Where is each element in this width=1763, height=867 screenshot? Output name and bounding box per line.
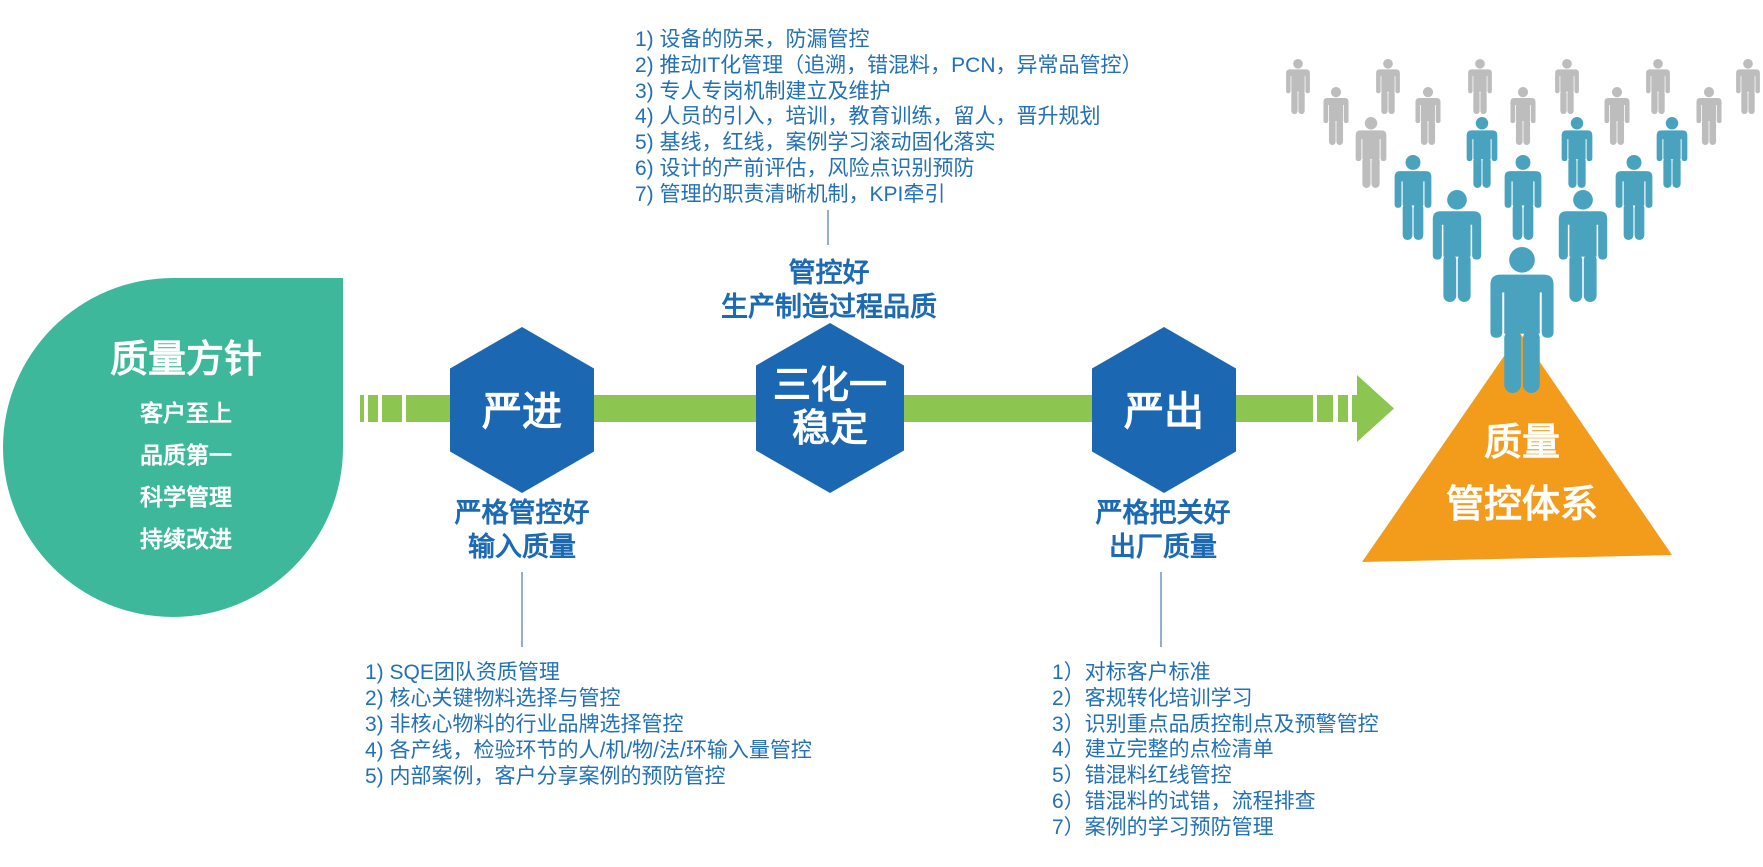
person-icon <box>1561 117 1593 188</box>
quality-policy-leaf <box>3 278 343 617</box>
quality-system-line: 管控体系 <box>1445 484 1598 526</box>
caption-line: 出厂质量 <box>1109 532 1217 562</box>
caption-line: 严格管控好 <box>454 498 590 528</box>
list-item: 2）客规转化培训学习 <box>1052 686 1253 710</box>
list-item: 5) 内部案例，客户分享案例的预防管控 <box>365 765 726 788</box>
list-item: 3) 专人专岗机制建立及维护 <box>635 79 891 103</box>
list-item: 1）对标客户标准 <box>1052 661 1211 684</box>
list-item: 7）案例的学习预防管理 <box>1052 815 1274 839</box>
list-item: 5) 基线，红线，案例学习滚动固化落实 <box>635 131 996 155</box>
hexagon-label-strict-input: 严进 <box>482 390 562 434</box>
person-icon <box>1615 155 1653 240</box>
person-icon <box>1432 190 1482 302</box>
input-quality-list: 1) SQE团队资质管理 2) 核心关键物料选择与管控 3) 非核心物料的行业品… <box>365 660 812 790</box>
hexagon-strict-output <box>1092 327 1236 493</box>
person-icon <box>1468 59 1492 114</box>
caption-line: 输入质量 <box>468 532 576 562</box>
person-icon <box>1656 117 1688 188</box>
person-icon <box>1558 190 1608 302</box>
person-icon <box>1604 87 1630 145</box>
list-item: 1) SQE团队资质管理 <box>365 661 560 684</box>
quality-system-label: 质量 管控体系 <box>1422 412 1622 536</box>
caption-output-quality: 严格把关好 出厂质量 <box>1013 496 1313 564</box>
people-pyramid <box>1286 59 1760 393</box>
person-icon <box>1555 59 1579 114</box>
person-icon <box>1466 117 1498 188</box>
person-icon <box>1286 59 1310 114</box>
list-item: 3）识别重点品质控制点及预警管控 <box>1052 712 1379 736</box>
person-icon <box>1376 59 1400 114</box>
policy-item: 持续改进 <box>140 526 232 552</box>
arrow-stripe <box>382 395 402 422</box>
list-item: 6) 设计的产前评估，风险点识别预防 <box>635 156 975 180</box>
caption-input-quality: 严格管控好 输入质量 <box>372 496 672 564</box>
person-icon <box>1696 87 1722 145</box>
caption-process-control: 管控好 生产制造过程品质 <box>629 256 1029 324</box>
arrow-stripe <box>1352 395 1357 422</box>
arrow-head-icon <box>1357 375 1394 442</box>
list-item: 4) 各产线，检验环节的人/机/物/法/环输入量管控 <box>365 739 812 762</box>
hexagon-stability <box>756 323 904 493</box>
arrow-stripe <box>360 395 364 422</box>
caption-line: 生产制造过程品质 <box>721 292 937 322</box>
arrow-stripe <box>1317 395 1333 422</box>
policy-item: 品质第一 <box>140 442 232 468</box>
quality-system-line: 质量 <box>1483 422 1560 464</box>
person-icon <box>1510 87 1536 145</box>
list-item: 1) 设备的防呆，防漏管控 <box>635 28 870 51</box>
quality-system-triangle <box>1362 333 1672 562</box>
hexagon-label-line: 三化一 <box>772 365 887 407</box>
list-item: 5）错混料红线管控 <box>1052 764 1232 788</box>
policy-item: 科学管理 <box>140 484 232 510</box>
policy-title: 质量方针 <box>109 339 262 381</box>
policy-items: 客户至上 品质第一 科学管理 持续改进 <box>36 392 336 560</box>
output-quality-list: 1）对标客户标准 2）客规转化培训学习 3）识别重点品质控制点及预警管控 4）建… <box>1052 660 1379 841</box>
list-item: 2) 核心关键物料选择与管控 <box>365 687 621 710</box>
hexagon-label-stability: 三化一 稳定 <box>740 365 920 451</box>
caption-line: 管控好 <box>788 258 870 288</box>
caption-line: 严格把关好 <box>1095 498 1231 528</box>
policy-item: 客户至上 <box>140 400 232 426</box>
list-item: 6）错混料的试错，流程排查 <box>1052 789 1316 813</box>
arrow-stripe <box>1338 395 1348 422</box>
hexagon-strict-input <box>450 327 594 493</box>
person-icon <box>1646 59 1670 114</box>
list-item: 4）建立完整的点检清单 <box>1052 738 1274 762</box>
person-icon <box>1323 87 1349 145</box>
person-icon <box>1415 87 1441 145</box>
person-icon <box>1736 59 1760 114</box>
person-icon <box>1355 117 1387 188</box>
process-control-list: 1) 设备的防呆，防漏管控 2) 推动IT化管理（追溯，错混料，PCN，异常品管… <box>635 27 1143 208</box>
list-item: 4) 人员的引入，培训，教育训练，留人，晋升规划 <box>635 105 1101 129</box>
list-item: 3) 非核心物料的行业品牌选择管控 <box>365 713 684 736</box>
arrow-stripe <box>368 395 378 422</box>
list-item: 2) 推动IT化管理（追溯，错混料，PCN，异常品管控） <box>635 53 1143 77</box>
person-icon <box>1504 155 1542 240</box>
person-icon <box>1394 155 1432 240</box>
hexagon-label-strict-output: 严出 <box>1124 390 1204 434</box>
list-item: 7) 管理的职责清晰机制，KPI牵引 <box>635 182 946 206</box>
hexagon-label-line: 稳定 <box>791 408 868 450</box>
